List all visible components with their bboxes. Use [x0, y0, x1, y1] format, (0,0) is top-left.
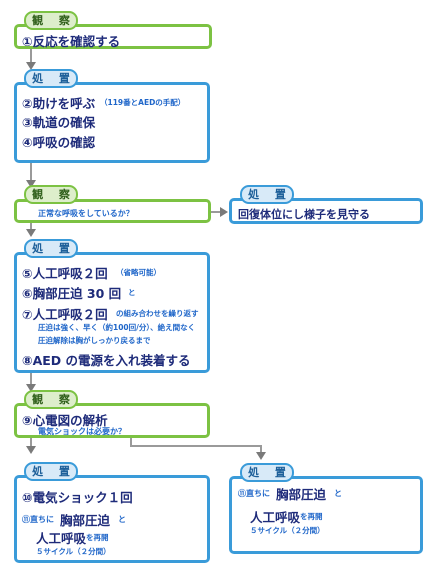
step-aed-power: ⑧AED の電源を入れ装着する: [22, 353, 191, 368]
action-box-1: [14, 82, 210, 163]
observe-tag-1: 観 察: [24, 11, 78, 30]
step-chest-compression: ⑥胸部圧迫 30 回: [22, 286, 122, 301]
connector-3-4: [30, 222, 32, 234]
connector-5-6: [30, 438, 32, 450]
question-shock-needed: 電気ショックは必要か？: [38, 427, 126, 436]
step-rescue-breaths-repeat: ⑦人工呼吸２回: [22, 307, 108, 322]
compression-instruction-2: 圧迫解除は胸がしっかり戻るまで: [38, 336, 151, 345]
step-rescue-breaths: ⑤人工呼吸２回: [22, 266, 108, 281]
step-shock-once: ⑩電気ショック１回: [22, 490, 133, 505]
action-tag-recovery: 処 置: [240, 185, 294, 204]
step-recovery-position: 回復体位にし様子を見守る: [238, 208, 370, 221]
connector-5-7-v: [260, 445, 262, 455]
action-box-2: [14, 252, 210, 373]
action-tag-2: 処 置: [24, 239, 78, 258]
observe-tag-3: 観 察: [24, 390, 78, 409]
step-call-help: ②助けを呼ぶ: [22, 96, 96, 111]
step-ecg-analysis: ⑨心電図の解析: [22, 413, 108, 428]
arrow-4-5: [26, 384, 36, 392]
step-airway: ③軌道の確保: [22, 115, 96, 130]
arrow-1-2: [26, 62, 36, 70]
step-chest-compression-note: と: [128, 288, 136, 297]
cycle-count: ５サイクル（２分間）: [36, 547, 111, 556]
step-resume-note: を再開: [86, 533, 109, 542]
step-repeat-note: の組み合わせを繰り返す: [116, 309, 199, 318]
action-box-no-shock: [229, 476, 423, 554]
step-resume-and-2: と: [334, 489, 342, 498]
step-resume-compression: 胸部圧迫: [60, 513, 111, 528]
step-resume-breaths: 人工呼吸: [36, 531, 87, 546]
step-resume-compression-2: 胸部圧迫: [276, 487, 327, 502]
action-tag-no-shock: 処 置: [240, 463, 294, 482]
arrow-3-4: [26, 229, 36, 237]
arrow-5-6: [26, 446, 36, 454]
compression-instruction-1: 圧迫は強く、早く（約100回/分）、絶え間なく: [38, 323, 196, 332]
step-resume-prefix: ⑪直ちに: [22, 515, 54, 524]
connector-5-7-line: [130, 445, 262, 447]
step-check-response: ①反応を確認する: [22, 34, 121, 49]
action-tag-shock: 処 置: [24, 462, 78, 481]
question-normal-breathing: 正常な呼吸をしているか？: [38, 209, 134, 218]
connector-3-3r: [211, 211, 224, 213]
step-resume-note-2: を再開: [300, 512, 323, 521]
step-resume-and: と: [118, 515, 126, 524]
action-box-shock: [14, 475, 210, 563]
step-call-help-note: （119番とAEDの手配）: [100, 98, 186, 107]
step-check-breathing: ④呼吸の確認: [22, 135, 96, 150]
arrow-5-7: [256, 452, 266, 460]
step-resume-prefix-2: ⑪直ちに: [238, 489, 270, 498]
arrow-2-3: [26, 180, 36, 188]
arrow-3-3r: [220, 207, 228, 217]
connector-5-7-h: [130, 436, 132, 446]
action-tag-1: 処 置: [24, 69, 78, 88]
step-rescue-breaths-note: （省略可能）: [116, 268, 161, 277]
connector-1-2: [30, 49, 32, 67]
step-resume-breaths-2: 人工呼吸: [250, 510, 301, 525]
connector-4-5: [30, 373, 32, 389]
observe-tag-2: 観 察: [24, 185, 78, 204]
cycle-count-2: ５サイクル（２分間）: [250, 526, 325, 535]
connector-2-3: [30, 163, 32, 183]
